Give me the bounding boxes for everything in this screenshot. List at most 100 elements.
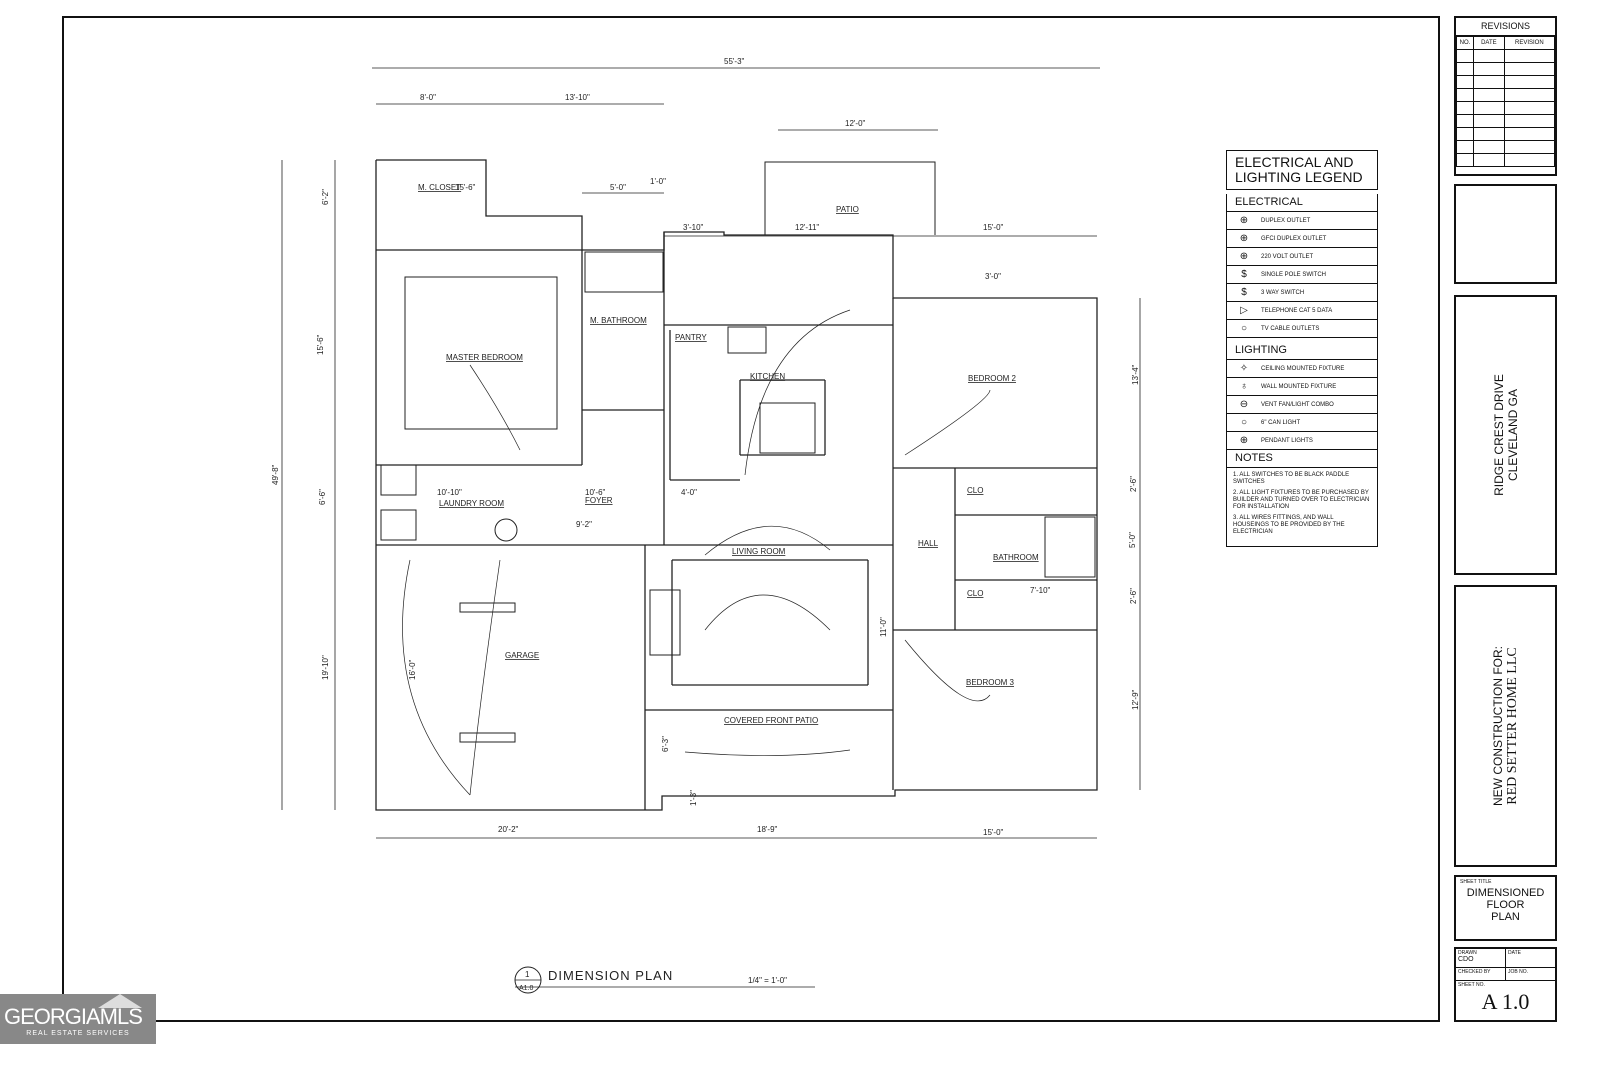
georgiamls-logo: GEORGIAMLS REAL ESTATE SERVICES: [0, 994, 156, 1044]
dim-label: 19'-10": [321, 655, 330, 680]
dim-label: 6'-6": [318, 489, 327, 505]
blank-block: [1454, 184, 1557, 284]
room-label-bathroom: BATHROOM: [993, 553, 1039, 562]
dim-overall-depth: 49'-8": [271, 464, 280, 485]
dim-label: 1'-0": [650, 177, 666, 186]
room-label-m-bathroom: M. BATHROOM: [590, 316, 647, 325]
dim-label: 5'-0": [610, 183, 626, 192]
dim-label: 2'-6": [1129, 588, 1138, 604]
owner-block: NEW CONSTRUCTION FOR: RED SETTER HOME LL…: [1454, 585, 1557, 867]
room-label-m-closet: M. CLOSET: [418, 183, 461, 192]
dim-label: 7'-10": [1030, 586, 1051, 595]
dim-label: 12'-0": [845, 119, 866, 128]
dim-overall-width: 55'-3": [724, 57, 745, 66]
ceiling-fixture-icon: ✧: [1239, 363, 1249, 374]
dim-label: 15'-0": [983, 828, 1004, 837]
room-label-kitchen: KITCHEN: [750, 372, 785, 381]
revisions-header: REVISIONS: [1456, 18, 1555, 36]
dim-label: 2'-6": [1129, 476, 1138, 492]
room-label-clo-1: CLO: [967, 486, 983, 495]
dim-label: 16'-0": [408, 659, 417, 680]
dim-label: 5'-0": [1128, 532, 1137, 548]
room-label-hall: HALL: [918, 539, 939, 548]
dim-label: 20'-2": [498, 825, 519, 834]
dim-label: 6'-3": [661, 736, 670, 752]
room-label-laundry: LAUNDRY ROOM: [439, 499, 504, 508]
gfci-outlet-icon: ⊕: [1239, 233, 1249, 244]
dim-label: 3'-0": [985, 272, 1001, 281]
caption-scale: 1/4" = 1'-0": [748, 976, 787, 985]
note-item: 2. ALL LIGHT FIXTURES TO BE PURCHASED BY…: [1233, 490, 1370, 510]
drawing-frame: [62, 16, 1440, 1022]
dim-label: 12'-11": [795, 223, 819, 232]
room-label-master-bedroom: MASTER BEDROOM: [446, 353, 523, 362]
duplex-outlet-icon: ⊕: [1239, 215, 1249, 226]
dim-label: 3'-10": [683, 223, 704, 232]
address-block: RIDGE CREST DRIVE CLEVELAND GA: [1454, 295, 1557, 575]
room-label-garage: GARAGE: [505, 651, 539, 660]
caption-sheet: A1.0: [519, 985, 534, 992]
room-label-covered-patio: COVERED FRONT PATIO: [724, 716, 818, 725]
legend-item: ♁WALL MOUNTED FIXTURE: [1227, 378, 1377, 396]
dim-label: 1'-3": [689, 790, 698, 806]
dim-label: 12'-9": [1131, 689, 1140, 710]
legend-item: ⊕GFCI DUPLEX OUTLET: [1227, 230, 1377, 248]
room-label-foyer: FOYER: [585, 496, 613, 505]
legend-item: ⊕PENDANT LIGHTS: [1227, 432, 1377, 450]
caption-title: DIMENSION PLAN: [548, 968, 673, 983]
dim-label: 4'-0": [681, 488, 697, 497]
three-way-switch-icon: $: [1241, 287, 1247, 298]
legend-title: ELECTRICAL AND LIGHTING LEGEND: [1226, 150, 1378, 190]
legend-notes-header: NOTES: [1227, 450, 1377, 468]
dim-label: 13'-10": [565, 93, 590, 102]
note-item: 1. ALL SWITCHES TO BE BLACK PADDLE SWITC…: [1233, 472, 1350, 485]
dim-label: 9'-2": [576, 520, 592, 529]
dim-label: 15'-6": [316, 334, 325, 355]
dim-label: 11'-0": [879, 617, 888, 637]
room-label-living: LIVING ROOM: [732, 547, 786, 556]
room-label-pantry: PANTRY: [675, 333, 707, 342]
dim-label: 6'-2": [321, 189, 330, 205]
owner-line-1: NEW CONSTRUCTION FOR:: [1490, 646, 1505, 806]
legend-item: ⊖VENT FAN/LIGHT COMBO: [1227, 396, 1377, 414]
dim-label: 10'-10": [437, 488, 462, 497]
legend-item: ⊕220 VOLT OUTLET: [1227, 248, 1377, 266]
legend-item: $SINGLE POLE SWITCH: [1227, 266, 1377, 284]
dim-label: 10'-6": [585, 488, 606, 497]
caption-number: 1: [525, 970, 530, 979]
dim-label: 18'-9": [757, 825, 778, 834]
legend-body: ELECTRICAL ⊕DUPLEX OUTLET ⊕GFCI DUPLEX O…: [1226, 194, 1378, 547]
room-label-bedroom-2: BEDROOM 2: [968, 374, 1017, 383]
telephone-data-icon: ▷: [1240, 305, 1248, 316]
drawn-by: CDO: [1458, 956, 1474, 963]
address-line-1: RIDGE CREST DRIVE: [1491, 374, 1506, 496]
pendant-light-icon: ⊕: [1239, 435, 1249, 446]
note-item: 3. ALL WIRES FITTINGS, AND WALL HOUSEING…: [1233, 515, 1345, 535]
tv-cable-icon: ○: [1240, 323, 1248, 334]
legend-item: ○6" CAN LIGHT: [1227, 414, 1377, 432]
legend-item: ▷TELEPHONE CAT 5 DATA: [1227, 302, 1377, 320]
electrical-legend: ELECTRICAL AND LIGHTING LEGEND ELECTRICA…: [1226, 150, 1378, 547]
room-label-bedroom-3: BEDROOM 3: [966, 678, 1015, 687]
legend-lighting-header: LIGHTING: [1227, 338, 1377, 360]
dim-label: 15'-0": [983, 223, 1004, 232]
sheet-title: DIMENSIONED FLOOR PLAN: [1466, 887, 1545, 923]
sheet-title-block: SHEET TITLE DIMENSIONED FLOOR PLAN: [1454, 875, 1557, 941]
legend-item: $3 WAY SWITCH: [1227, 284, 1377, 302]
owner-line-2: RED SETTER HOME LLC: [1504, 647, 1520, 805]
legend-notes: 1. ALL SWITCHES TO BE BLACK PADDLE SWITC…: [1227, 468, 1377, 546]
legend-item: ✧CEILING MOUNTED FIXTURE: [1227, 360, 1377, 378]
room-label-clo-2: CLO: [967, 589, 983, 598]
dim-label: 8'-0": [420, 93, 436, 102]
sheet-number: A 1.0: [1481, 989, 1530, 1014]
legend-item: ○TV CABLE OUTLETS: [1227, 320, 1377, 338]
legend-electrical-header: ELECTRICAL: [1227, 194, 1377, 212]
legend-item: ⊕DUPLEX OUTLET: [1227, 212, 1377, 230]
room-label-patio: PATIO: [836, 205, 859, 214]
house-roof-icon: [98, 994, 142, 1008]
address-line-2: CLEVELAND GA: [1505, 388, 1520, 482]
220-outlet-icon: ⊕: [1239, 251, 1249, 262]
